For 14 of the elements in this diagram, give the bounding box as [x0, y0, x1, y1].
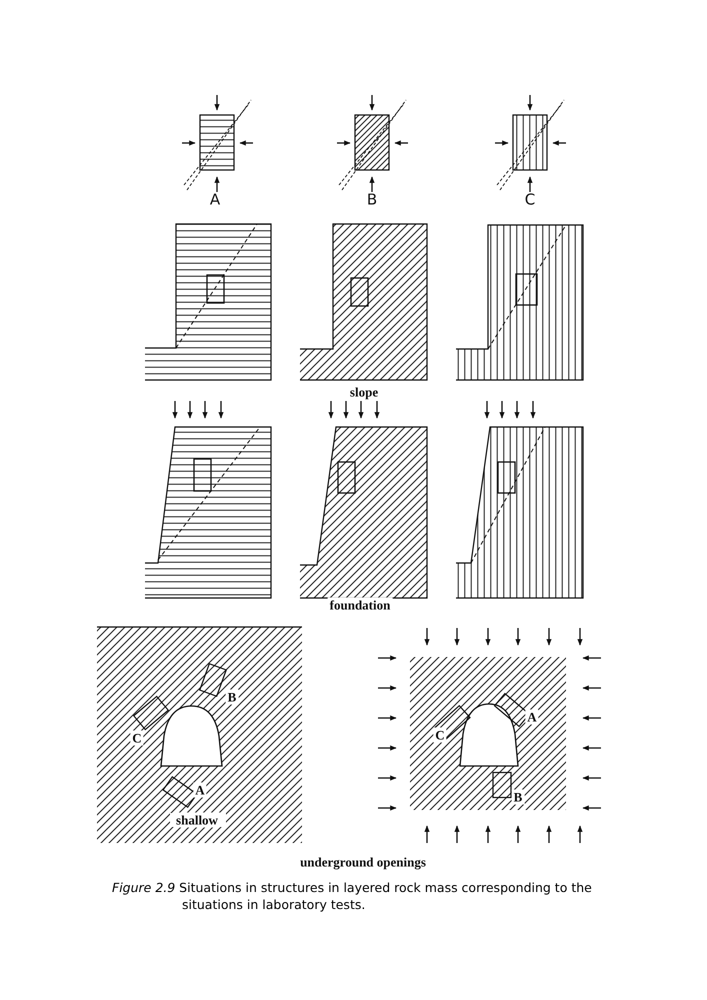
specimen-letter: C: [524, 192, 536, 208]
specimen-letter: A: [525, 710, 539, 724]
specimen-letter: A: [210, 192, 220, 208]
specimen-letter: B: [366, 192, 378, 208]
section-label: slope: [348, 384, 380, 400]
specimen-letter: C: [433, 728, 447, 742]
specimen-letter: A: [193, 782, 207, 798]
section-label: underground openings: [298, 854, 428, 870]
section-label: foundation: [328, 598, 392, 612]
specimen-letter: C: [130, 730, 144, 746]
specimen-letter: B: [512, 790, 524, 804]
section-label: shallow: [174, 812, 220, 828]
figure-caption: Figure 2.9 Situations in structures in layered rock mass corresponding to the situations in laboratory tests.: [112, 880, 593, 914]
specimen-letter: B: [226, 690, 238, 704]
